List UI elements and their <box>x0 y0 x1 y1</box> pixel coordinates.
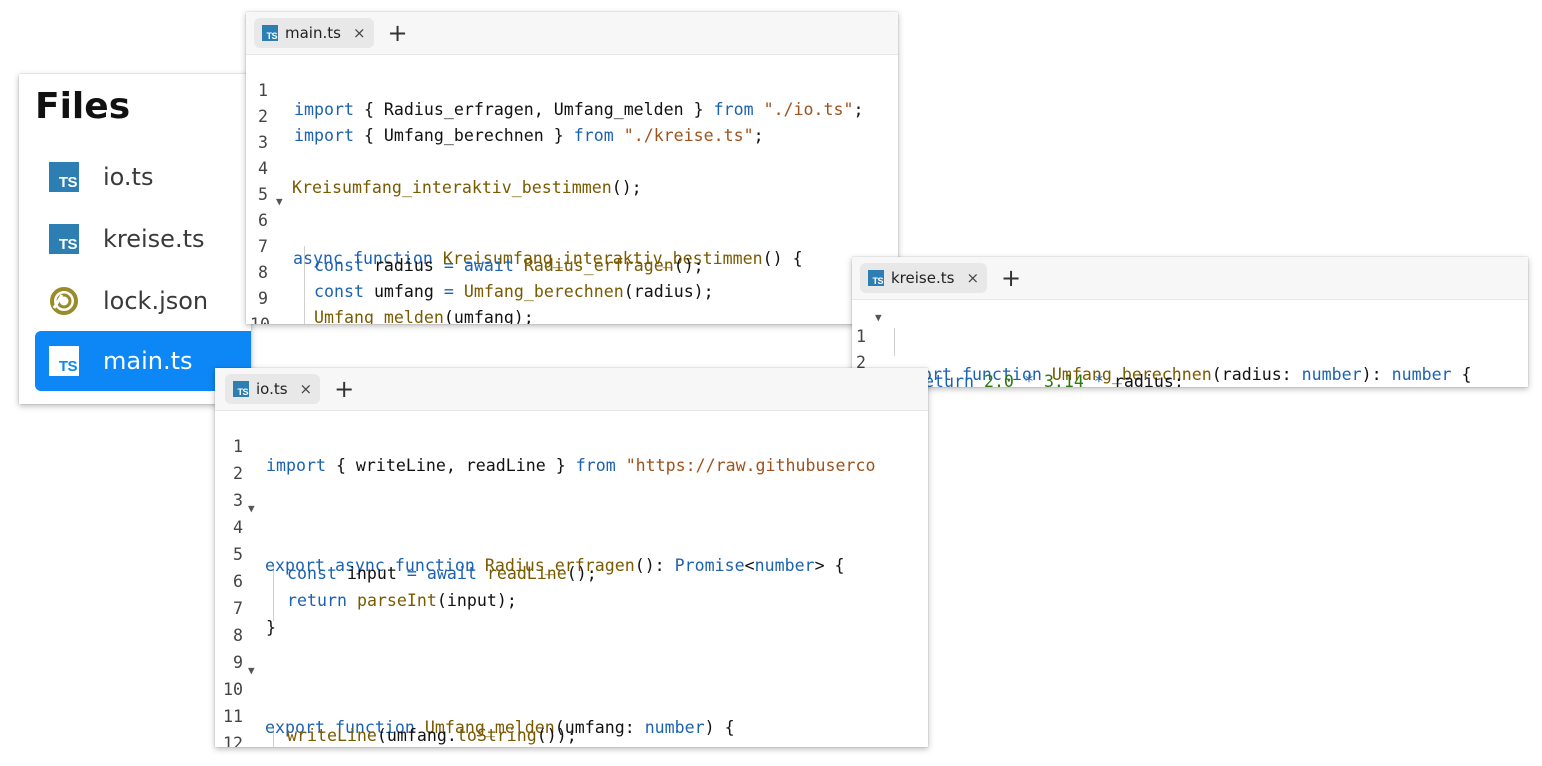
files-panel: Files TS io.ts TS kreise.ts lock.json TS… <box>19 74 251 404</box>
editor-io-ts: TS io.ts × + 1 import { writeLine, readL… <box>215 368 928 747</box>
fold-arrow-icon[interactable]: ▼ <box>248 502 255 515</box>
code-text: export function Umfang_berechnen(radius:… <box>892 365 1472 384</box>
add-tab-button[interactable]: + <box>334 375 355 403</box>
lock-json-icon <box>50 287 78 315</box>
indent-guide <box>304 246 305 324</box>
ts-icon: TS <box>49 224 79 254</box>
code-line: 1 import { writeLine, readLine } from "h… <box>233 437 876 475</box>
fold-arrow-icon[interactable]: ▼ <box>248 664 255 677</box>
tab-kreise-ts[interactable]: TS kreise.ts × <box>860 263 988 293</box>
editor-main-ts: TS main.ts × + 1 import { Radius_erfrage… <box>246 12 898 324</box>
code-text: return 2.0 * 3.14 * radius; <box>914 372 1184 387</box>
close-icon[interactable]: × <box>966 269 980 287</box>
fold-arrow-icon[interactable]: ▼ <box>276 195 283 208</box>
file-item-lock-json[interactable]: lock.json <box>35 271 251 331</box>
code-text: writeLine(umfang.toString()); <box>287 726 577 745</box>
tab-bar: TS main.ts × + <box>246 12 898 55</box>
tab-label: kreise.ts <box>891 269 955 287</box>
ts-icon: TS <box>233 381 249 397</box>
file-item-kreise-ts[interactable]: TS kreise.ts <box>35 209 251 269</box>
code-text: async function Kreisumfang_interaktiv_be… <box>293 249 803 268</box>
code-line: 2 import { Umfang_berechnen } from "./kr… <box>258 107 764 145</box>
tab-bar: TS kreise.ts × + <box>852 257 1528 300</box>
code-line: 3 <box>258 133 268 152</box>
code-line: 10 ▼ export function Umfang_melden(umfan… <box>223 664 735 737</box>
code-text: return parseInt(input); <box>287 591 517 610</box>
code-line: 1 import { Radius_erfragen, Umfang_melde… <box>258 81 864 119</box>
code-line: 5 <box>258 185 268 204</box>
file-label: lock.json <box>103 287 209 315</box>
add-tab-button[interactable]: + <box>1001 264 1022 292</box>
code-text: export async function Radius_erfragen():… <box>265 556 845 575</box>
code-line: 4 Kreisumfang_interaktiv_bestimmen(); <box>258 159 642 197</box>
code-line: 11 writeLine(umfang.toString()); <box>223 707 577 745</box>
close-icon[interactable]: × <box>299 380 313 398</box>
code-line: 1 ▼ export function Umfang_berechnen(rad… <box>856 311 1472 384</box>
close-icon[interactable]: × <box>352 24 366 42</box>
code-text: import { Radius_erfragen, Umfang_melden … <box>294 100 864 119</box>
code-line: 9 Umfang_melden(umfang); <box>246 270 898 324</box>
code-text: const umfang = Umfang_berechnen(radius); <box>314 282 714 301</box>
code-line: 3 <box>233 491 243 510</box>
code-text: } <box>266 618 276 637</box>
tab-main-ts[interactable]: TS main.ts × <box>254 18 374 48</box>
code-line: 2 <box>233 464 243 483</box>
code-line: 5 const input = await readLine(); <box>233 545 597 583</box>
code-line: 6 return parseInt(input); <box>233 572 517 610</box>
code-line: 7 const radius = await Radius_erfragen()… <box>258 237 704 275</box>
add-tab-button[interactable]: + <box>387 19 408 47</box>
tab-label: io.ts <box>256 380 288 398</box>
code-line: 9 <box>233 653 243 672</box>
code-line: 6 ▼ async function Kreisumfang_interakti… <box>258 195 803 268</box>
code-text: Umfang_melden(umfang); <box>314 308 534 324</box>
code-line: 4 ▼ export async function Radius_erfrage… <box>233 502 845 575</box>
code-line: 7 } <box>233 599 276 637</box>
code-line: 10 } <box>246 296 898 324</box>
indent-guide <box>894 328 895 356</box>
ts-icon: TS <box>262 25 278 41</box>
code-text: export function Umfang_melden(umfang: nu… <box>265 718 735 737</box>
code-text: import { writeLine, readLine } from "htt… <box>266 456 876 475</box>
ts-icon: TS <box>49 162 79 192</box>
file-item-io-ts[interactable]: TS io.ts <box>35 147 251 207</box>
indent-guide <box>273 567 274 621</box>
code-line: 2 return 2.0 * 3.14 * radius; <box>852 334 1528 387</box>
tab-io-ts[interactable]: TS io.ts × <box>225 374 321 404</box>
fold-arrow-icon[interactable]: ▼ <box>875 311 882 324</box>
code-line: 12 } <box>223 734 243 747</box>
file-label: kreise.ts <box>103 225 205 253</box>
code-text: const input = await readLine(); <box>287 564 597 583</box>
tab-label: main.ts <box>285 24 341 42</box>
code-line: 3 } <box>852 360 1528 387</box>
ts-icon: TS <box>49 346 79 376</box>
tab-bar: TS io.ts × + <box>215 368 928 411</box>
indent-guide <box>273 729 274 747</box>
code-line: 8 <box>233 626 243 645</box>
file-label: main.ts <box>103 347 193 375</box>
files-title: Files <box>35 86 131 127</box>
ts-icon: TS <box>868 270 884 286</box>
file-label: io.ts <box>103 163 154 191</box>
code-line: 8 const umfang = Umfang_berechnen(radius… <box>258 263 714 301</box>
editor-kreise-ts: TS kreise.ts × + 1 ▼ export function Umf… <box>852 257 1528 387</box>
code-text: import { Umfang_berechnen } from "./krei… <box>294 126 764 145</box>
code-text: Kreisumfang_interaktiv_bestimmen(); <box>292 178 642 197</box>
code-text: const radius = await Radius_erfragen(); <box>314 256 704 275</box>
